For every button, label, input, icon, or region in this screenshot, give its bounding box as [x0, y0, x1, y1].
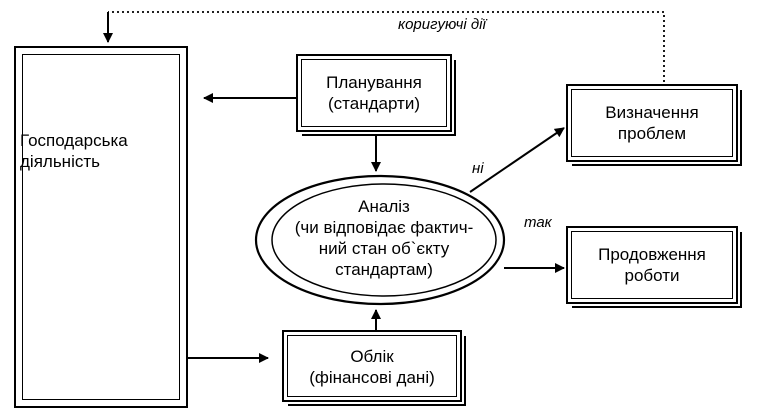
- planning-label: Планування (стандарти): [326, 73, 422, 113]
- no-label: ні: [472, 160, 484, 177]
- accounting-box: [282, 330, 466, 406]
- corrective-actions-label: коригуючі дії: [398, 16, 486, 33]
- problems-label: Визначення проблем: [605, 103, 699, 143]
- continue-label: Продовження роботи: [598, 245, 706, 285]
- arrow-no-to-problems: [469, 127, 565, 193]
- accounting-label: Облік (фінансові дані): [309, 347, 435, 387]
- corrective-feedback-line: [103, 11, 665, 82]
- analysis-ellipse: [254, 174, 506, 306]
- yes-label: так: [524, 214, 552, 231]
- activity-label: Господарська діяльність: [20, 131, 128, 171]
- analysis-label: Аналіз (чи відповідає фактич- ний стан о…: [294, 197, 474, 279]
- activity-box: [14, 46, 188, 408]
